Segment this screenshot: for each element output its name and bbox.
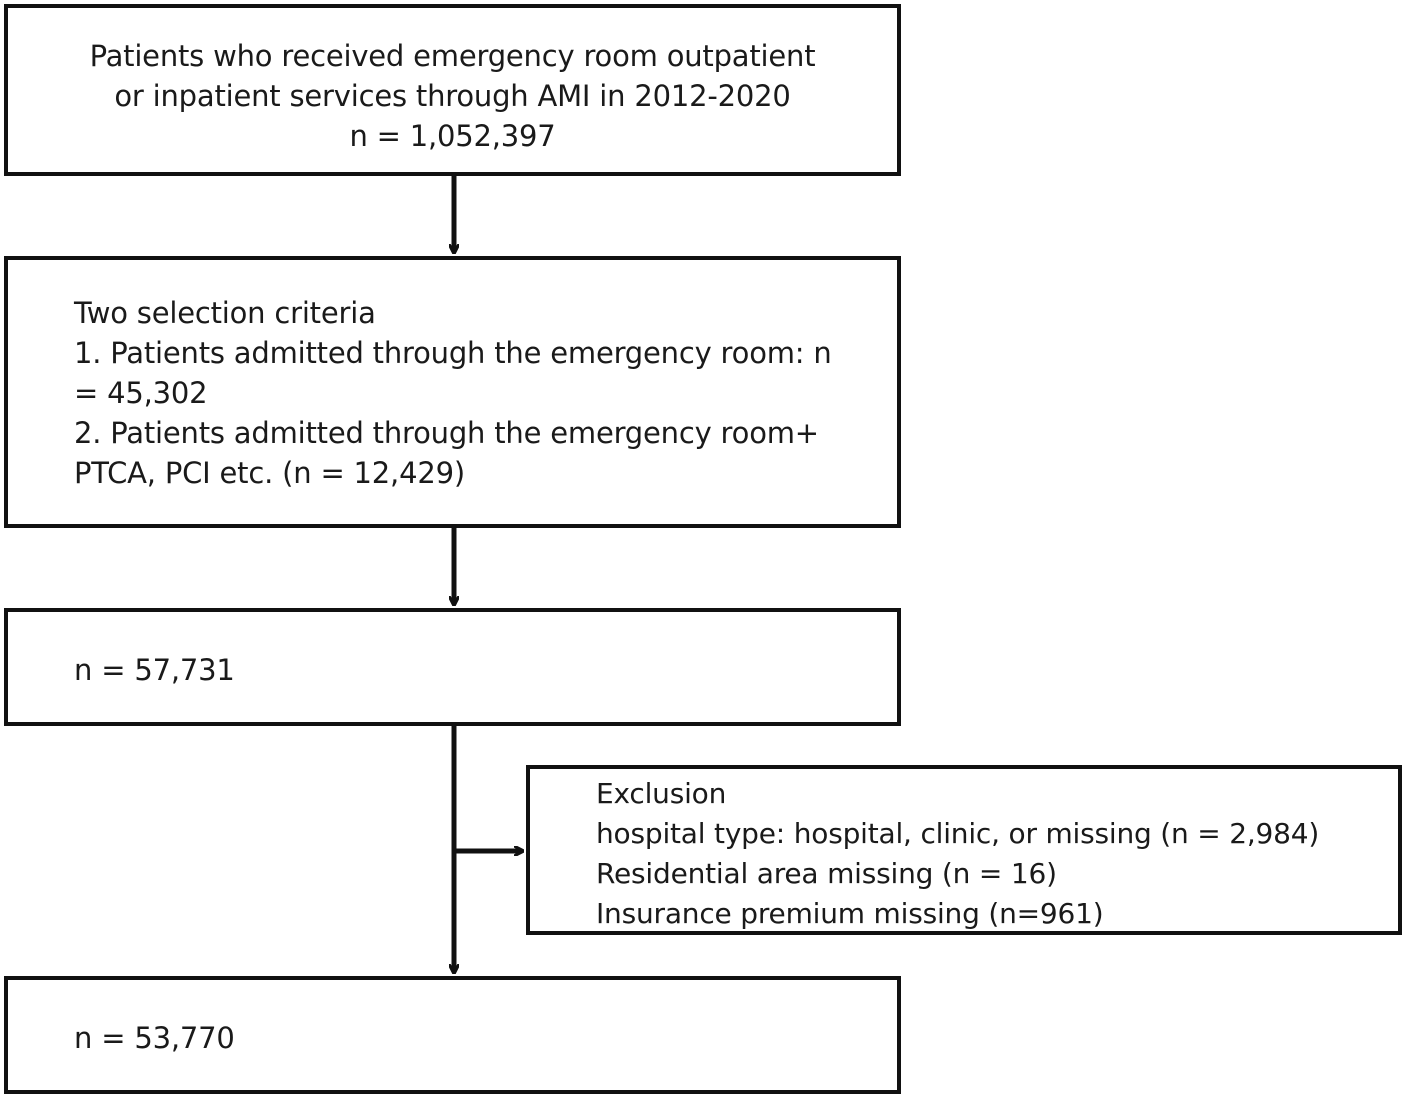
selection-criteria-box: Two selection criteria 1. Patients admit…: [4, 256, 901, 528]
population-count: n = 1,052,397: [349, 119, 556, 153]
selection-criteria-text: Two selection criteria 1. Patients admit…: [74, 293, 832, 493]
exclusion-heading: Exclusion: [596, 777, 727, 810]
criterion-2-line: 2. Patients admitted through the emergen…: [74, 416, 819, 450]
initial-population-text: Patients who received emergency room out…: [8, 36, 897, 156]
population-count: n = 53,770: [74, 1021, 235, 1055]
box-text-line: or inpatient services through AMI in 201…: [114, 79, 791, 113]
criterion-1-count: = 45,302: [74, 376, 208, 410]
exclusion-residential-area: Residential area missing (n = 16): [596, 857, 1057, 890]
criterion-1-line: 1. Patients admitted through the emergen…: [74, 336, 832, 370]
exclusion-insurance-premium: Insurance premium missing (n=961): [596, 897, 1104, 930]
selected-population-box: n = 57,731: [4, 608, 901, 726]
final-population-text: n = 53,770: [74, 1018, 235, 1058]
exclusion-text: Exclusion hospital type: hospital, clini…: [596, 774, 1319, 934]
initial-population-box: Patients who received emergency room out…: [4, 4, 901, 176]
criterion-2-count: PTCA, PCI etc. (n = 12,429): [74, 456, 465, 490]
exclusion-hospital-type: hospital type: hospital, clinic, or miss…: [596, 817, 1320, 850]
selection-criteria-heading: Two selection criteria: [74, 296, 376, 330]
final-population-box: n = 53,770: [4, 976, 901, 1094]
box-text-line: Patients who received emergency room out…: [89, 39, 816, 73]
exclusion-box: Exclusion hospital type: hospital, clini…: [526, 765, 1402, 935]
selected-population-text: n = 57,731: [74, 650, 235, 690]
population-count: n = 57,731: [74, 653, 235, 687]
